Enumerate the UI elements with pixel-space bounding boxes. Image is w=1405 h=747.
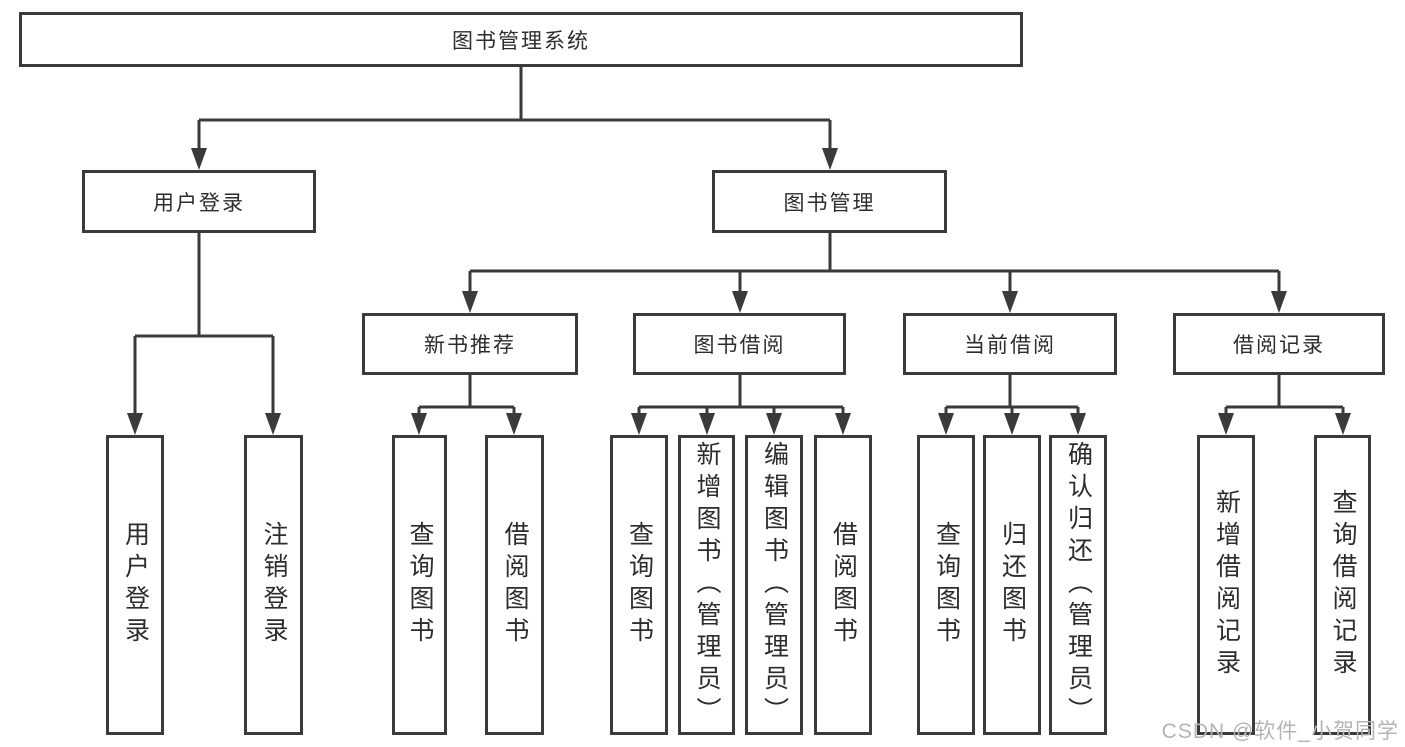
node-book-borrow: 图书借阅 <box>633 313 846 375</box>
leaf-confirm-return-admin: 确认归还（管理员） <box>1049 435 1107 735</box>
node-root-system: 图书管理系统 <box>19 12 1023 67</box>
node-user-login-branch: 用户登录 <box>82 170 316 233</box>
leaf-add-borrow-record: 新增借阅记录 <box>1197 435 1255 735</box>
leaf-borrow-query-books: 查询图书 <box>610 435 668 735</box>
node-book-management-branch: 图书管理 <box>712 170 947 233</box>
node-borrow-records: 借阅记录 <box>1173 313 1385 375</box>
arrowheads <box>127 148 1351 435</box>
leaf-current-query-books: 查询图书 <box>917 435 975 735</box>
leaf-borrow-books: 借阅图书 <box>814 435 872 735</box>
leaf-edit-books-admin: 编辑图书（管理员） <box>745 435 803 735</box>
connector-elbows <box>133 67 1345 415</box>
leaf-recommend-borrow-books: 借阅图书 <box>485 435 544 735</box>
leaf-user-login: 用户登录 <box>106 435 164 735</box>
leaf-logout: 注销登录 <box>244 435 303 735</box>
node-current-borrow: 当前借阅 <box>903 313 1117 375</box>
leaf-query-borrow-record: 查询借阅记录 <box>1314 435 1371 735</box>
leaf-add-books-admin: 新增图书（管理员） <box>678 435 735 735</box>
leaf-recommend-query-books: 查询图书 <box>392 435 447 735</box>
csdn-watermark: CSDN @软件_小贺同学 <box>1161 720 1399 743</box>
leaf-return-books: 归还图书 <box>983 435 1041 735</box>
node-new-book-recommend: 新书推荐 <box>362 313 578 375</box>
